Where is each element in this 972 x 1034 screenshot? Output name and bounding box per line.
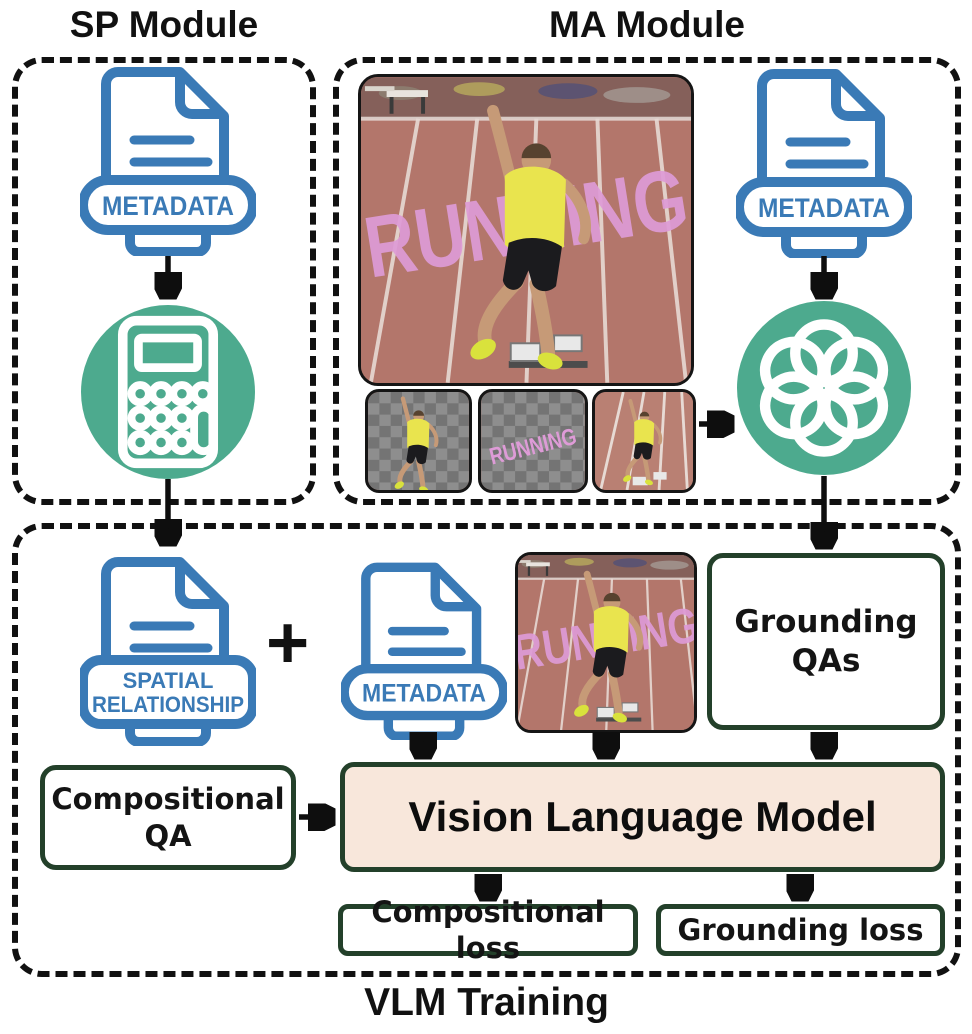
metadata-label-vlm: METADATA [362,680,486,708]
vlm-training-title: VLM Training [364,981,609,1024]
spatial-relationship-file-icon: SPATIAL RELATIONSHIP [80,550,256,746]
spatial-label-line2: RELATIONSHIP [92,692,244,717]
grounding-qas-line1: Grounding [734,603,918,640]
ma-module-box [333,57,961,505]
sp-module-title: SP Module [69,4,259,45]
metadata-file-icon-vlm: METADATA [341,556,507,740]
ma-module-title: MA Module [549,4,745,45]
compositional-loss-label: Compositional loss [371,894,605,965]
spatial-label-line1: SPATIAL [123,668,214,693]
calculator-icon [81,305,255,479]
grounding-qas-box: Grounding QAs [707,553,945,730]
metadata-file-icon-ma: METADATA [736,62,912,258]
vision-language-model-box: Vision Language Model [340,762,945,872]
compositional-qa-line2: QA [144,818,192,853]
vlm-training-box [12,523,961,977]
openai-logo-icon [737,301,911,475]
vision-language-model-label: Vision Language Model [408,793,877,840]
compositional-loss-box: Compositional loss [338,895,638,965]
text-cutout-crop: RUNNING [478,389,588,493]
compositional-qa-box: Compositional QA [40,765,296,870]
running-photo: RUNNING [358,74,694,386]
running-photo-small: RUNNING [515,552,697,733]
metadata-label-ma: METADATA [758,193,890,223]
metadata-file-icon: METADATA [80,60,256,256]
compositional-qa-line1: Compositional [51,782,285,817]
grounding-qas-line2: QAs [791,642,861,679]
track-crop [592,389,696,493]
plus-operator: + [266,601,310,684]
runner-cutout-crop [365,389,472,493]
grounding-loss-box: Grounding loss [656,904,945,956]
metadata-label: METADATA [102,191,234,221]
grounding-loss-label: Grounding loss [677,912,924,947]
sp-module-box [12,57,316,505]
